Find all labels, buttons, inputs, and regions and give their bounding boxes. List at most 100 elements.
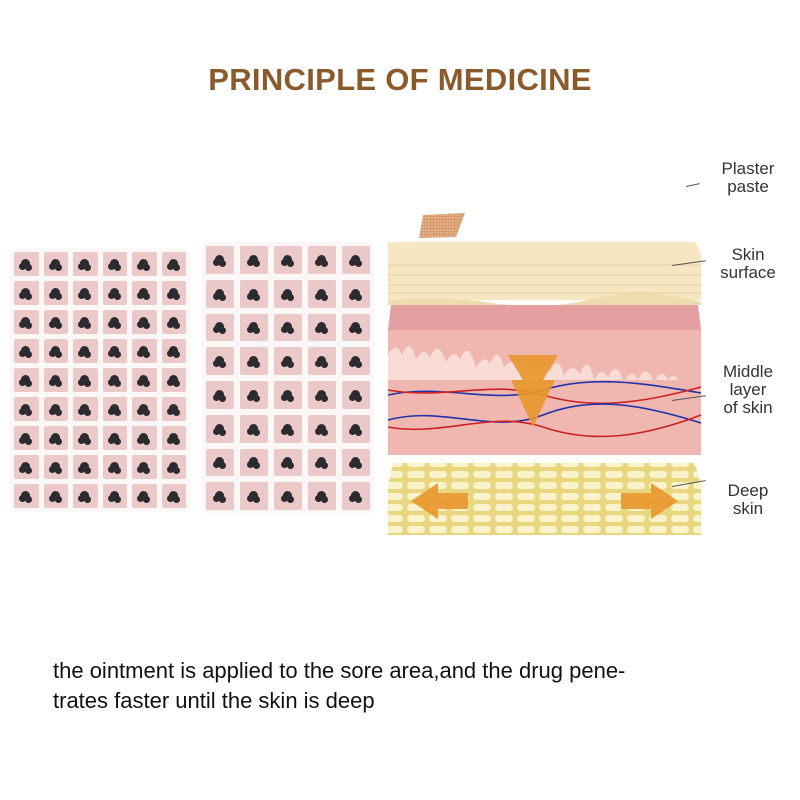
- ear-seed-patch: [73, 281, 98, 305]
- label-line: Middle: [722, 362, 774, 381]
- label-skin-surface: Skin surface: [708, 246, 788, 282]
- seed-icon: [168, 259, 178, 268]
- ear-seed-patch: [308, 279, 336, 308]
- ear-seed-patch: [43, 426, 68, 450]
- page-title: PRINCIPLE OF MEDICINE: [208, 62, 592, 97]
- seed-icon: [109, 433, 119, 442]
- seed-icon: [168, 317, 178, 326]
- label-line: of skin: [723, 398, 773, 417]
- seed-icon: [50, 288, 60, 297]
- deep-skin-layer: [388, 463, 701, 535]
- seed-icon: [283, 457, 292, 467]
- ear-seed-patch: [308, 381, 336, 409]
- seed-icon: [249, 457, 258, 467]
- seed-icon: [317, 457, 326, 467]
- seed-icon: [168, 404, 178, 413]
- ear-seed-patch: [14, 484, 39, 508]
- ear-seed-patch: [274, 414, 302, 443]
- seed-icon: [215, 254, 224, 264]
- seed-icon: [50, 259, 60, 268]
- seed-icon: [139, 259, 149, 268]
- seed-icon: [109, 346, 119, 355]
- seed-icon: [351, 423, 360, 433]
- seed-icon: [168, 433, 178, 442]
- ear-seed-patch: [342, 347, 370, 375]
- ear-seed-patch: [43, 339, 68, 363]
- seed-icon: [80, 288, 90, 297]
- label-line: Skin: [731, 245, 765, 264]
- ear-seed-patch: [102, 397, 127, 421]
- ear-seed-patch: [274, 347, 302, 375]
- seed-icon: [139, 462, 149, 471]
- seed-icon: [249, 389, 258, 399]
- seed-icon: [317, 288, 326, 298]
- ear-seed-patch: [308, 482, 336, 510]
- seed-icon: [168, 491, 178, 500]
- label-line: paste: [727, 177, 769, 196]
- seed-icon: [139, 433, 149, 442]
- seed-icon: [50, 317, 60, 326]
- seed-icon: [351, 322, 360, 332]
- ear-seed-patch: [161, 368, 186, 392]
- seed-icon: [21, 288, 31, 297]
- seed-icon: [249, 322, 258, 332]
- ear-seed-patch: [132, 339, 157, 363]
- ear-seed-patch: [206, 313, 234, 342]
- ear-seed-patch: [240, 381, 268, 409]
- seed-icon: [50, 491, 60, 500]
- seed-icon: [283, 491, 292, 501]
- caption-line: trates faster until the skin is deep: [53, 688, 375, 713]
- ear-seed-patch: [14, 368, 39, 392]
- ear-seed-patch: [274, 246, 302, 274]
- ear-seed-patch: [73, 252, 98, 276]
- ear-seed-patch: [161, 281, 186, 305]
- seed-icon: [317, 491, 326, 501]
- ear-seed-patch: [342, 414, 370, 443]
- ear-seed-patch: [102, 426, 127, 450]
- seed-icon: [50, 462, 60, 471]
- seed-icon: [21, 433, 31, 442]
- ear-seed-patch: [73, 455, 98, 479]
- left-arrow-icon: [411, 483, 468, 519]
- ear-seed-patch: [43, 368, 68, 392]
- skin-layers-diagram: [387, 213, 702, 535]
- seed-icon: [109, 462, 119, 471]
- seed-icon: [215, 491, 224, 501]
- seed-icon: [317, 389, 326, 399]
- ear-seed-patch: [240, 448, 268, 477]
- ear-seed-patch: [102, 281, 127, 305]
- seed-icon: [317, 356, 326, 366]
- ear-seed-patch: [73, 310, 98, 334]
- ear-seed-patch: [342, 381, 370, 409]
- ear-seed-patch: [14, 397, 39, 421]
- seed-icon: [50, 346, 60, 355]
- seed-icon: [283, 356, 292, 366]
- seed-icon: [109, 491, 119, 500]
- seed-icon: [249, 423, 258, 433]
- seed-icon: [351, 457, 360, 467]
- ear-seed-patch: [308, 448, 336, 477]
- seed-icon: [139, 404, 149, 413]
- ear-seed-patch: [132, 426, 157, 450]
- seed-icon: [80, 404, 90, 413]
- seed-icon: [21, 346, 31, 355]
- caption-line: the ointment is applied to the sore area…: [53, 658, 626, 683]
- ear-seed-patch: [43, 484, 68, 508]
- ear-seed-patch: [102, 252, 127, 276]
- ear-seed-patch: [206, 246, 234, 274]
- ear-seed-patch: [161, 455, 186, 479]
- ear-seed-patch: [206, 448, 234, 477]
- label-line: surface: [720, 263, 776, 282]
- seed-icon: [21, 462, 31, 471]
- skin-surface-layer: [388, 242, 701, 300]
- seed-icon: [109, 259, 119, 268]
- ear-seed-patch: [206, 381, 234, 409]
- seed-icon: [109, 317, 119, 326]
- seed-icon: [215, 389, 224, 399]
- ear-seed-patch: [240, 279, 268, 308]
- seed-icon: [21, 491, 31, 500]
- seed-icon: [21, 375, 31, 384]
- seed-icon: [139, 288, 149, 297]
- label-line: skin: [732, 499, 764, 518]
- ear-seed-patch: [274, 279, 302, 308]
